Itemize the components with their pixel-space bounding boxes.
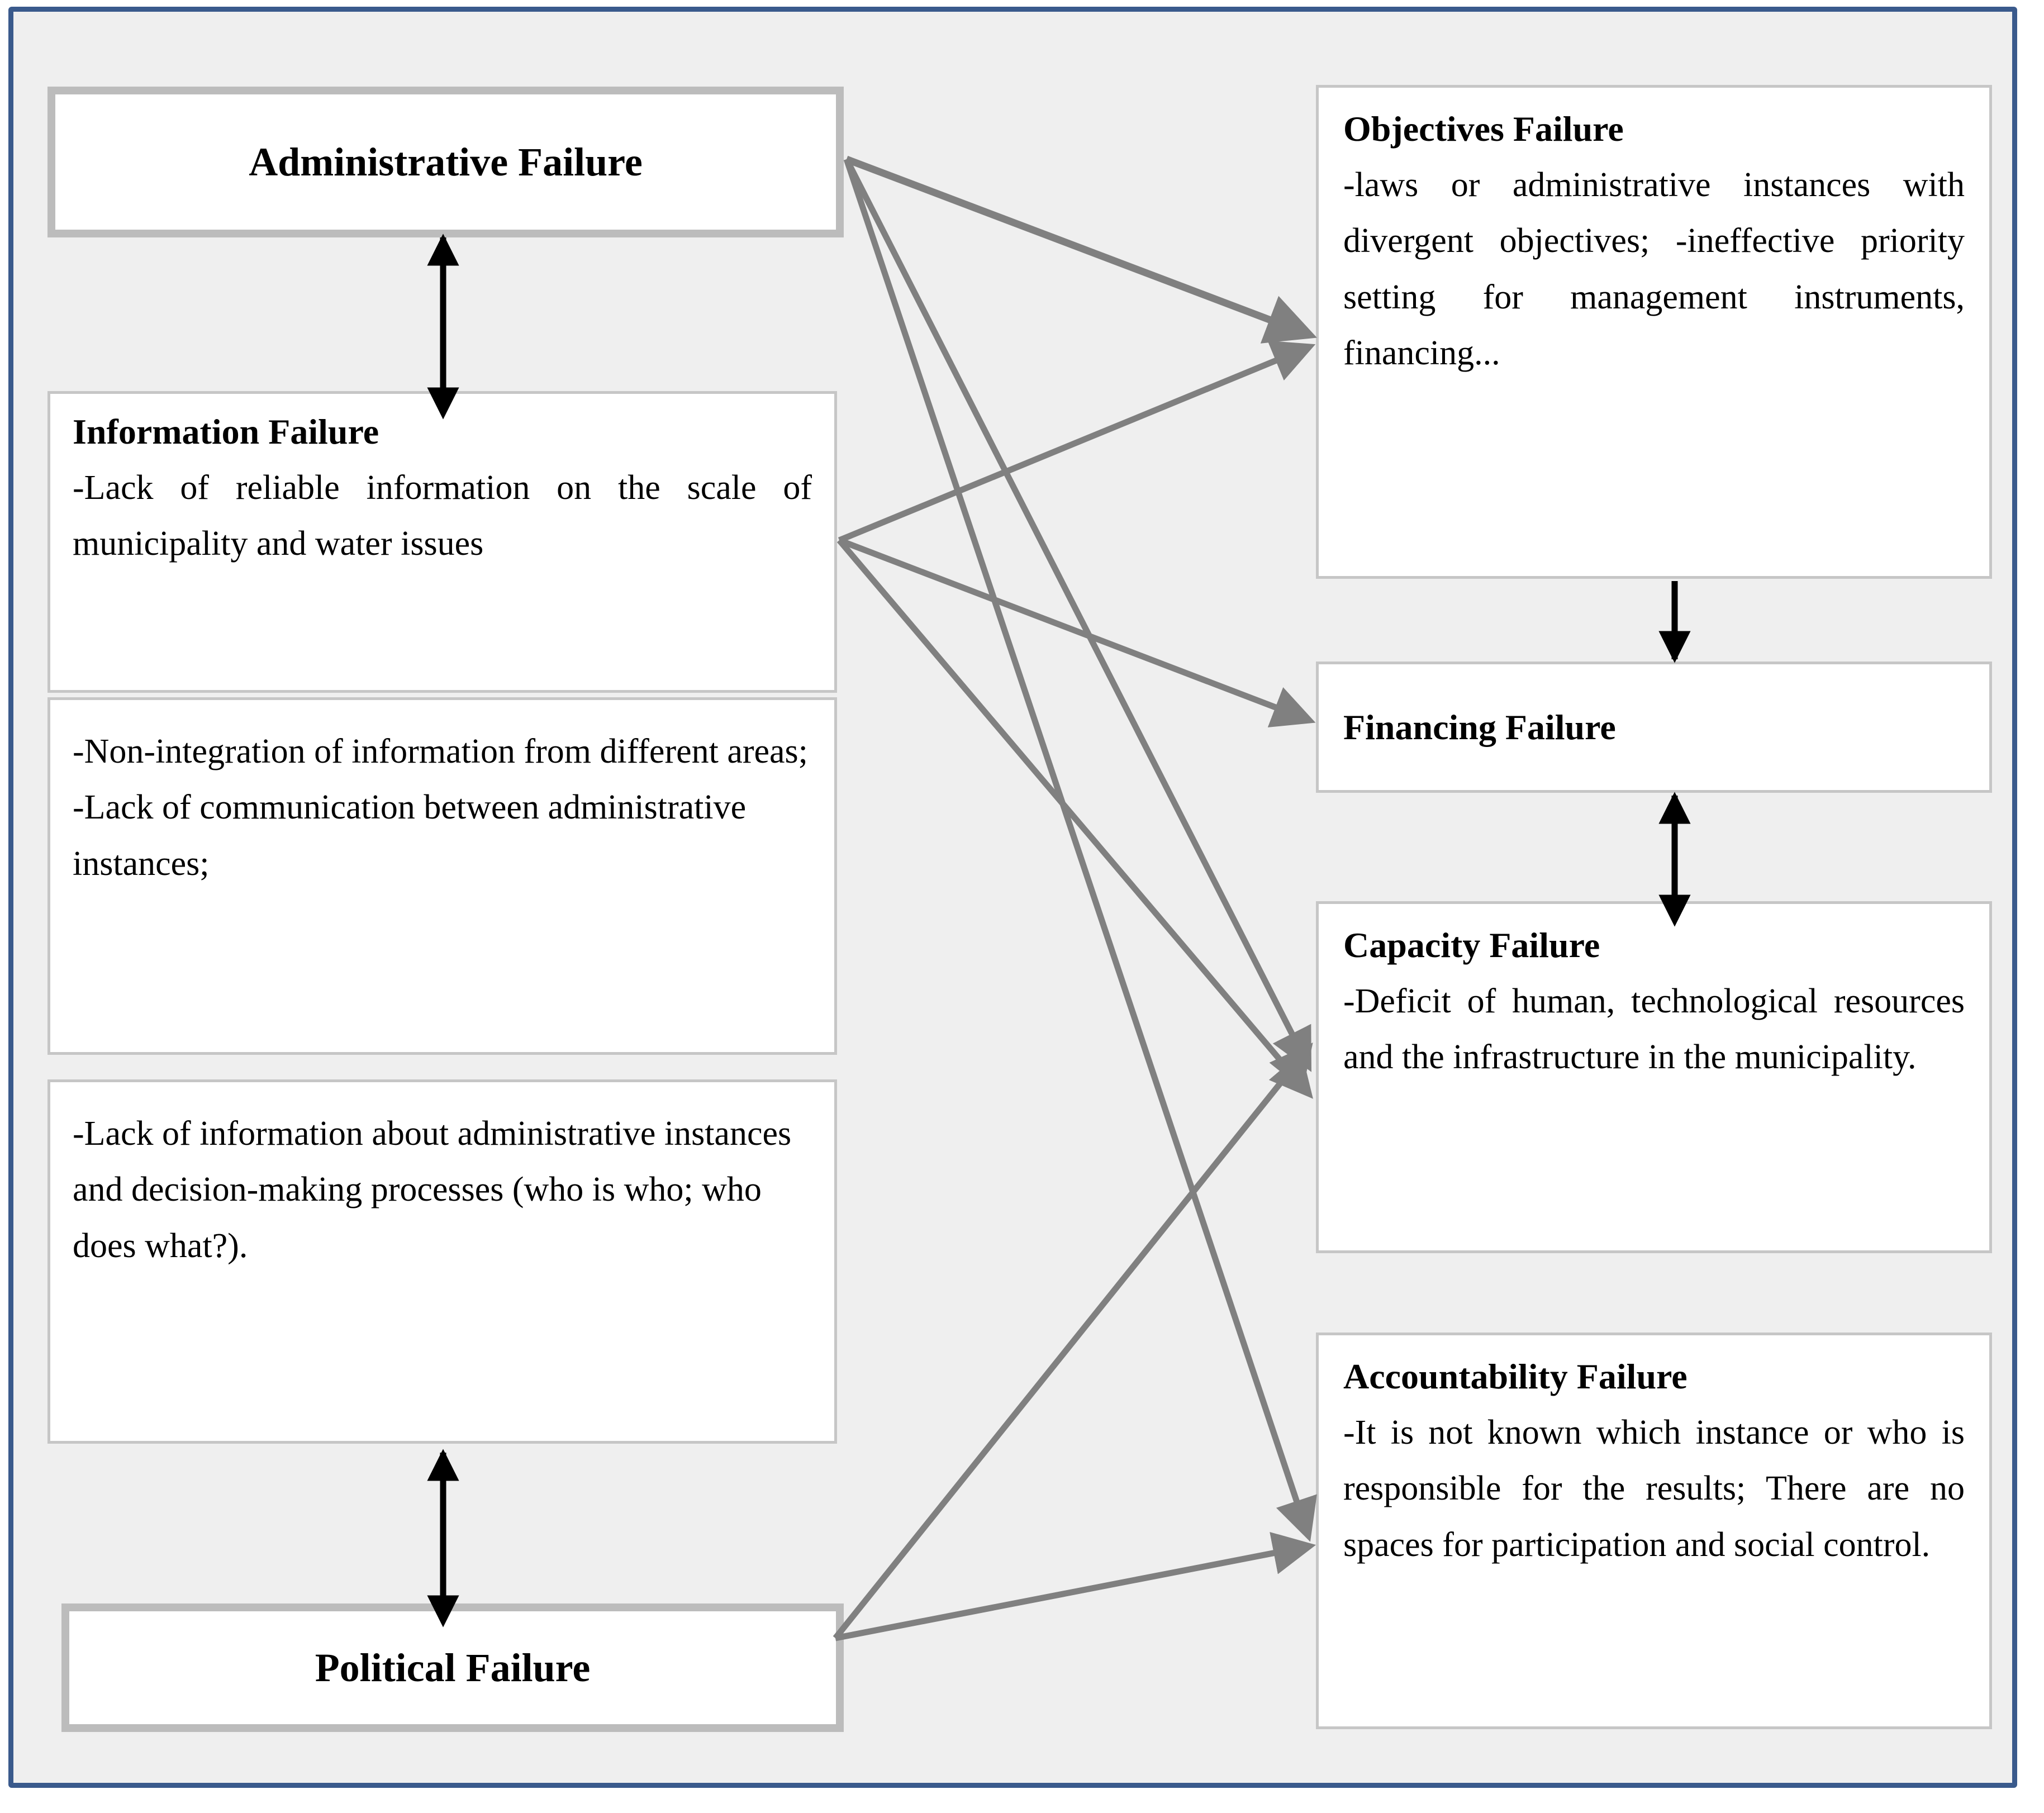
accountability-failure-body: -It is not known which instance or who i… — [1343, 1414, 1965, 1564]
information-failure-body: -Lack of reliable information on the sca… — [73, 469, 812, 563]
node-political-failure[interactable]: Political Failure — [61, 1603, 844, 1732]
information-detail-2-line-1: -Lack of information about administrativ… — [73, 1115, 792, 1265]
accountability-failure-title: Accountability Failure — [1343, 1357, 1688, 1396]
financing-failure-title: Financing Failure — [1343, 707, 1616, 747]
objectives-failure-title: Objectives Failure — [1343, 109, 1624, 149]
political-failure-title: Political Failure — [315, 1645, 591, 1690]
node-accountability-failure[interactable]: Accountability Failure -It is not known … — [1316, 1333, 1992, 1729]
node-financing-failure[interactable]: Financing Failure — [1316, 662, 1992, 793]
objectives-failure-body: -laws or administrative instances with d… — [1343, 166, 1965, 373]
node-administrative-failure[interactable]: Administrative Failure — [47, 87, 844, 237]
information-detail-line-1: -Non-integration of information from dif… — [73, 732, 808, 770]
node-capacity-failure[interactable]: Capacity Failure -Deficit of human, tech… — [1316, 901, 1992, 1253]
node-information-detail-1[interactable]: -Non-integration of information from dif… — [47, 697, 837, 1055]
administrative-failure-title: Administrative Failure — [249, 139, 643, 184]
capacity-failure-title: Capacity Failure — [1343, 925, 1600, 965]
node-information-failure[interactable]: Information Failure -Lack of reliable in… — [47, 391, 837, 693]
information-failure-title: Information Failure — [73, 412, 379, 451]
capacity-failure-body: -Deficit of human, technological resourc… — [1343, 982, 1965, 1077]
information-detail-line-2: -Lack of communication between administr… — [73, 788, 747, 883]
node-information-detail-2[interactable]: -Lack of information about administrativ… — [47, 1079, 837, 1444]
node-objectives-failure[interactable]: Objectives Failure -laws or administrati… — [1316, 85, 1992, 579]
